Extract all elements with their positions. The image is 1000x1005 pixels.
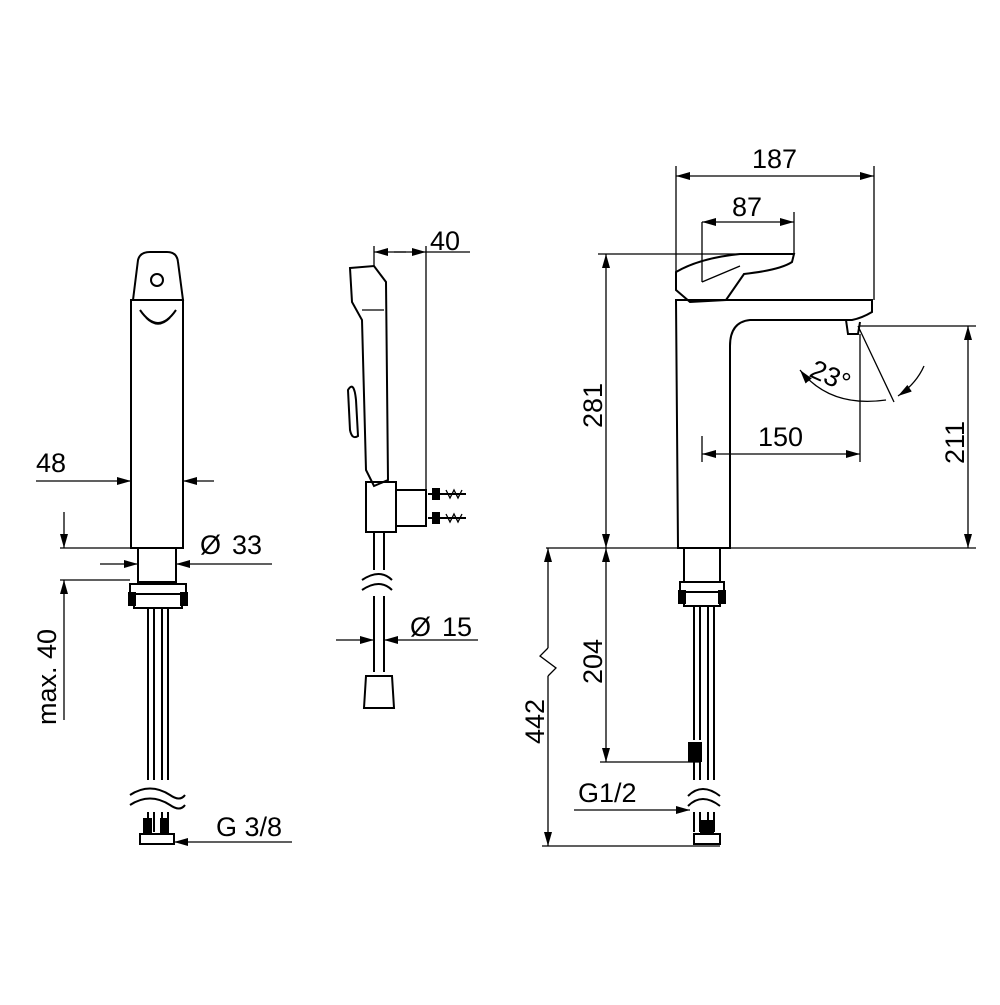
dim-front-shank-diameter: 33 bbox=[232, 530, 262, 560]
dim-total-length: 442 bbox=[520, 699, 550, 744]
side-lever bbox=[675, 253, 796, 304]
dim-spout-angle: 23° bbox=[806, 354, 856, 398]
side-shank bbox=[683, 547, 721, 583]
handle-view-body bbox=[348, 264, 390, 488]
dim-hose-diameter: 15 bbox=[442, 612, 472, 642]
dim-total-depth: 187 bbox=[752, 144, 797, 174]
side-view bbox=[539, 166, 976, 847]
front-view bbox=[36, 251, 292, 846]
front-nut bbox=[129, 583, 187, 595]
dim-front-max-thickness: max. 40 bbox=[32, 629, 62, 725]
dim-height: 281 bbox=[578, 383, 608, 428]
front-aerator bbox=[139, 309, 177, 324]
handle-view-bracket bbox=[365, 481, 397, 533]
diameter-symbol-2: Ø bbox=[410, 612, 431, 642]
dim-front-connection: G 3/8 bbox=[216, 812, 282, 842]
handle-view bbox=[336, 246, 478, 709]
dim-front-body-width: 48 bbox=[36, 448, 66, 478]
front-handle-hole bbox=[150, 273, 164, 287]
dim-shank-length: 204 bbox=[578, 639, 608, 684]
dim-handle-offset: 40 bbox=[430, 226, 460, 256]
dim-side-connection: G1/2 bbox=[578, 778, 637, 808]
dim-lever-length: 87 bbox=[732, 192, 762, 222]
diameter-symbol: Ø bbox=[200, 530, 221, 560]
front-shank bbox=[137, 547, 177, 583]
handle-view-hose-end bbox=[362, 675, 396, 709]
front-body bbox=[130, 299, 184, 549]
side-body bbox=[674, 299, 873, 549]
dim-spout-height: 211 bbox=[940, 421, 970, 464]
dim-spout-reach: 150 bbox=[758, 422, 803, 452]
front-handle-cap bbox=[131, 251, 185, 301]
